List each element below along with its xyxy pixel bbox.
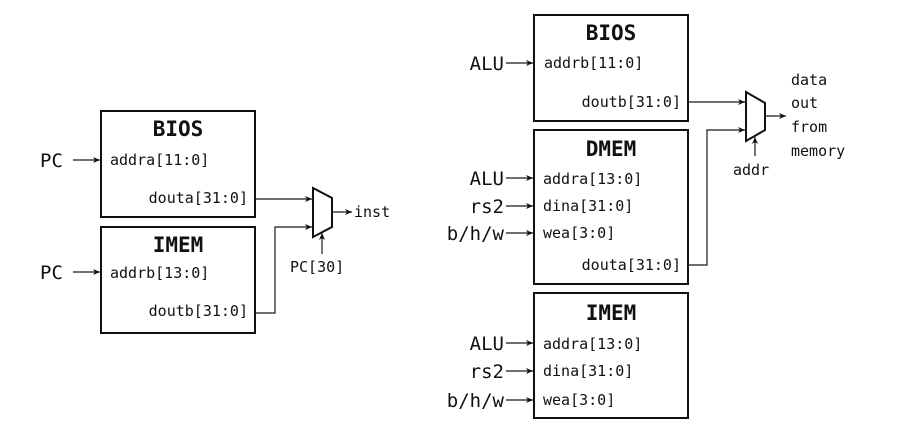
left-mux-output-label: inst bbox=[354, 203, 390, 221]
right-bios-input-alu: ALU bbox=[470, 53, 504, 75]
right-mux-output-label: data out from memory bbox=[791, 71, 845, 160]
right-imem-block: IMEM addra[13:0] dina[31:0] wea[3:0] bbox=[533, 292, 689, 419]
right-dmem-title: DMEM bbox=[586, 137, 637, 161]
right-mux-icon bbox=[745, 90, 766, 143]
right-imem-title: IMEM bbox=[586, 301, 637, 325]
left-imem-dout-wire bbox=[255, 224, 312, 314]
right-dmem-block: DMEM addra[13:0] dina[31:0] wea[3:0] dou… bbox=[533, 129, 689, 285]
right-imem-input-bhw: b/h/w bbox=[447, 390, 505, 412]
left-bios-box bbox=[100, 110, 256, 218]
left-bios-port-douta: douta[31:0] bbox=[149, 189, 248, 207]
output-label-line: data bbox=[791, 71, 827, 89]
left-mux-select-label: PC[30] bbox=[290, 258, 344, 276]
left-bios-port-addra: addra[11:0] bbox=[110, 151, 209, 169]
right-dmem-box bbox=[533, 129, 689, 285]
left-imem-port-addrb: addrb[13:0] bbox=[110, 264, 209, 282]
right-bios-block: BIOS addrb[11:0] doutb[31:0] bbox=[533, 14, 689, 122]
right-data-path: BIOS addrb[11:0] doutb[31:0] ALU DMEM ad… bbox=[447, 14, 845, 419]
output-label-line: memory bbox=[791, 142, 845, 160]
output-label-line: out bbox=[791, 94, 818, 112]
left-bios-title: BIOS bbox=[153, 117, 204, 141]
left-imem-port-doutb: doutb[31:0] bbox=[149, 302, 248, 320]
right-dmem-dout-wire bbox=[688, 127, 745, 266]
right-dmem-port-addra: addra[13:0] bbox=[543, 170, 642, 188]
right-bios-box bbox=[533, 14, 689, 122]
right-dmem-input-alu: ALU bbox=[470, 168, 504, 190]
right-imem-input-rs2: rs2 bbox=[470, 361, 504, 383]
right-imem-port-addra: addra[13:0] bbox=[543, 335, 642, 353]
right-imem-input-alu: ALU bbox=[470, 333, 504, 355]
left-imem-box bbox=[100, 226, 256, 334]
right-bios-title: BIOS bbox=[586, 21, 637, 45]
left-bios-input-pc: PC bbox=[40, 150, 63, 172]
left-bios-block: BIOS addra[11:0] douta[31:0] bbox=[100, 110, 256, 218]
right-imem-port-wea: wea[3:0] bbox=[543, 391, 615, 409]
right-bios-port-addrb: addrb[11:0] bbox=[544, 54, 643, 72]
right-imem-port-dina: dina[31:0] bbox=[543, 362, 633, 380]
right-dmem-port-wea: wea[3:0] bbox=[543, 224, 615, 242]
left-imem-input-pc: PC bbox=[40, 262, 63, 284]
left-mux-icon bbox=[312, 186, 333, 239]
left-imem-title: IMEM bbox=[153, 233, 204, 257]
right-dmem-port-douta: douta[31:0] bbox=[582, 256, 681, 274]
right-imem-box bbox=[533, 292, 689, 419]
right-bios-port-doutb: doutb[31:0] bbox=[582, 93, 681, 111]
left-imem-block: IMEM addrb[13:0] doutb[31:0] bbox=[100, 226, 256, 334]
right-dmem-port-dina: dina[31:0] bbox=[543, 197, 633, 215]
right-mux-select-label: addr bbox=[733, 161, 769, 179]
output-label-line: from bbox=[791, 118, 827, 136]
right-dmem-input-bhw: b/h/w bbox=[447, 223, 505, 245]
right-dmem-input-rs2: rs2 bbox=[470, 196, 504, 218]
left-instruction-path: BIOS addra[11:0] douta[31:0] PC IMEM add… bbox=[40, 110, 390, 334]
